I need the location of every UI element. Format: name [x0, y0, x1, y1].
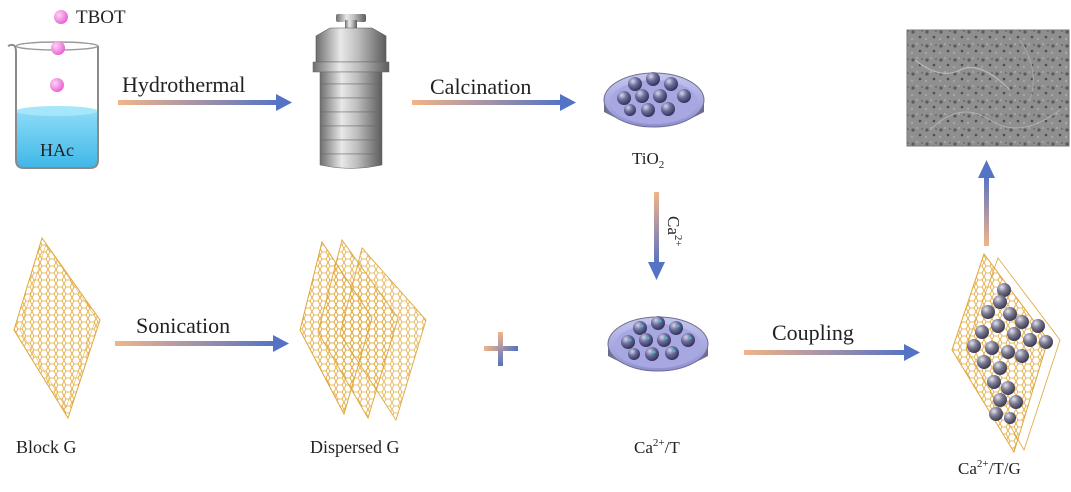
ca-arrow-label: Ca2+ [664, 216, 684, 247]
hac-label: HAc [40, 140, 74, 160]
sonication-label: Sonication [136, 313, 230, 338]
tio2-label: TiO2 [632, 149, 664, 171]
beaker-icon [7, 41, 99, 169]
block-g-label: Block G [16, 437, 77, 457]
coupling-label: Coupling [772, 320, 854, 345]
ca-t-label: Ca2+/T [634, 437, 680, 457]
ca-t-dish-icon [607, 316, 709, 372]
ca-t-g-composite-icon [951, 252, 1061, 454]
coupling-arrow [744, 344, 920, 361]
tbot-bead-icon [54, 10, 68, 24]
block-g-graphene-icon [13, 236, 101, 420]
sem-image [906, 29, 1070, 147]
autoclave-icon [312, 14, 390, 169]
ca-t-g-label: Ca2+/T/G [958, 458, 1021, 478]
ca-down-arrow [648, 192, 665, 280]
dispersed-g-graphene-icon [299, 238, 427, 422]
dispersed-g-label: Dispersed G [310, 437, 399, 457]
hydrothermal-label: Hydrothermal [122, 72, 245, 97]
sonication-arrow [115, 335, 289, 352]
tio2-dish-icon [603, 72, 705, 128]
hydrothermal-arrow [118, 94, 292, 111]
tbot-label: TBOT [76, 7, 126, 28]
calcination-label: Calcination [430, 74, 531, 99]
plus-icon [484, 332, 518, 366]
sem-up-arrow [978, 160, 995, 246]
calcination-arrow [412, 94, 576, 111]
